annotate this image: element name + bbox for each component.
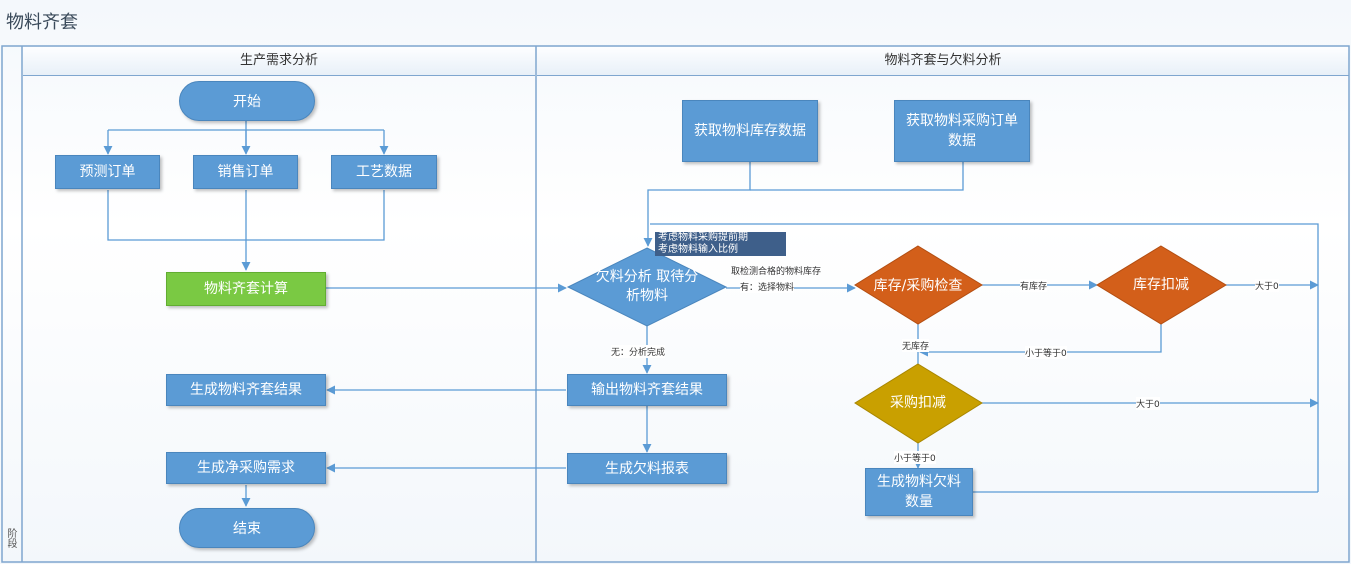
end-node: 结束: [179, 508, 315, 548]
label-no-stock: 无库存: [902, 339, 930, 352]
stock-check-text: 库存/采购检查: [873, 277, 963, 294]
shortage-report-node: 生成欠料报表: [567, 453, 727, 484]
output-kitting-result-node: 输出物料齐套结果: [567, 374, 727, 406]
label-gt0-stock: 大于0: [1255, 279, 1279, 292]
label-yes-select: 有：选择物料: [740, 280, 795, 293]
lane-header-production-demand: 生产需求分析: [23, 47, 535, 76]
connector-inventory-to-analysis: [643, 162, 751, 247]
pool-border: [1, 45, 1350, 563]
kitting-calc-node: 物料齐套计算: [166, 272, 326, 306]
connector-po-merge: [750, 162, 964, 191]
label-take-qualified-stock: 取检测合格的物料库存: [731, 267, 822, 277]
stock-deduct-text: 库存扣减: [1133, 276, 1189, 293]
po-deduct-text: 采购扣减: [890, 394, 946, 411]
label-le0-po: 小于等于0: [894, 451, 936, 464]
process-data-node: 工艺数据: [331, 155, 437, 189]
gen-shortage-qty-node: 生成物料欠料数量: [865, 468, 973, 516]
decision-po-deduct: [854, 363, 983, 444]
lead-time-note: 考虑物料采购提前期 考虑物料输入比例: [655, 232, 786, 256]
label-has-stock: 有库存: [1020, 279, 1048, 292]
sales-order-node: 销售订单: [193, 155, 298, 189]
shortage-analysis-text: 欠料分析 取待分析物料: [595, 269, 699, 304]
decision-stock-deduct: [1096, 245, 1227, 325]
gen-kitting-result-node: 生成物料齐套结果: [166, 374, 326, 406]
note-line-lead-time: 考虑物料采购提前期: [658, 232, 748, 243]
get-po-node: 获取物料采购订单数据: [894, 100, 1030, 162]
decision-shortage-analysis: [566, 247, 728, 327]
label-le0-stock: 小于等于0: [1025, 346, 1067, 359]
lane-header-kitting-shortage: 物料齐套与欠料分析: [537, 47, 1349, 76]
label-none-done: 无：分析完成: [611, 345, 666, 358]
start-node: 开始: [179, 81, 315, 121]
get-inventory-node: 获取物料库存数据: [682, 100, 818, 162]
decision-stock-check: [854, 245, 983, 325]
forecast-order-node: 预测订单: [55, 155, 160, 189]
note-line-input-ratio: 考虑物料输入比例: [658, 244, 738, 255]
connector-deduct-le0: [919, 324, 1162, 357]
gen-net-purchase-node: 生成净采购需求: [166, 452, 326, 484]
phase-label: 阶段: [5, 528, 16, 548]
label-gt0-po: 大于0: [1136, 397, 1160, 410]
pool-title: 物料齐套: [6, 12, 78, 33]
